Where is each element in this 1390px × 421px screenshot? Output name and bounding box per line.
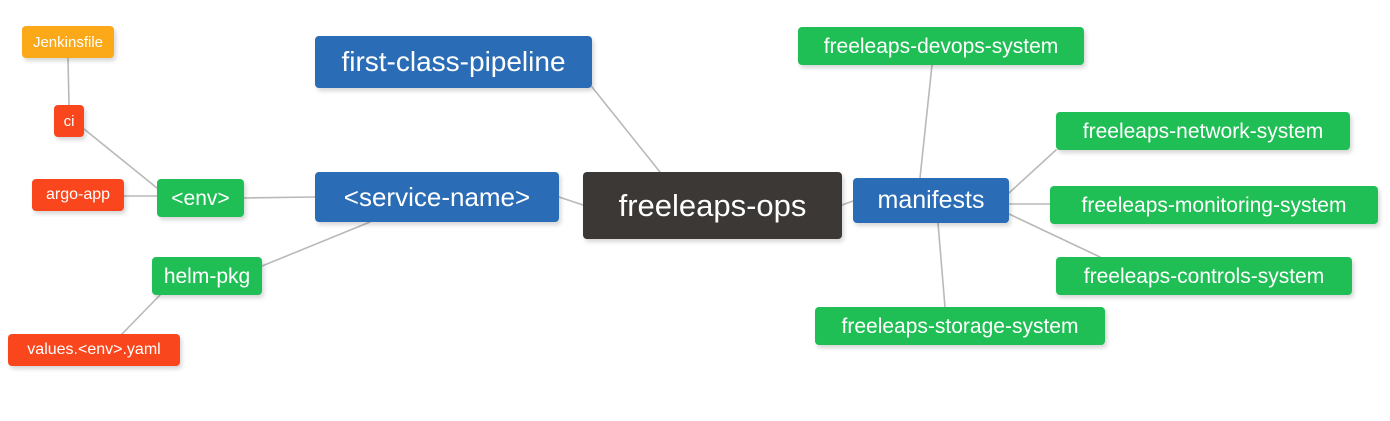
node-values-yaml[interactable]: values.<env>.yaml	[8, 334, 180, 366]
node-storage-system[interactable]: freeleaps-storage-system	[815, 307, 1105, 345]
node-label-storage-system: freeleaps-storage-system	[841, 314, 1079, 338]
node-network-system[interactable]: freeleaps-network-system	[1056, 112, 1350, 150]
node-label-ci: ci	[63, 112, 75, 130]
node-first-class-pipeline[interactable]: first-class-pipeline	[315, 36, 592, 88]
node-label-env: <env>	[171, 186, 230, 210]
node-label-helm-pkg: helm-pkg	[163, 264, 251, 288]
edges-group	[67, 57, 1101, 335]
node-monitoring-system[interactable]: freeleaps-monitoring-system	[1050, 186, 1378, 224]
node-label-service-name: <service-name>	[343, 182, 531, 212]
node-root[interactable]: freeleaps-ops	[583, 172, 842, 239]
node-label-devops-system: freeleaps-devops-system	[823, 34, 1059, 58]
edge-service-name-helm-pkg	[261, 221, 371, 267]
node-label-network-system: freeleaps-network-system	[1082, 119, 1324, 143]
edge-ci-jenkinsfile	[67, 57, 70, 106]
edge-root-first-class-pipeline	[591, 86, 661, 173]
edge-root-service-name	[558, 196, 584, 206]
edge-manifests-controls-system	[1008, 213, 1101, 258]
node-argo-app[interactable]: argo-app	[32, 179, 124, 211]
edge-env-ci	[83, 128, 158, 189]
node-label-first-class-pipeline: first-class-pipeline	[341, 46, 566, 77]
edge-root-manifests	[841, 200, 854, 206]
node-label-root: freeleaps-ops	[618, 188, 807, 223]
node-label-jenkinsfile: Jenkinsfile	[32, 33, 104, 51]
edge-manifests-network-system	[1008, 149, 1057, 194]
node-label-argo-app: argo-app	[45, 186, 111, 203]
edge-manifests-devops-system	[919, 64, 933, 179]
node-ci[interactable]: ci	[54, 105, 84, 137]
node-controls-system[interactable]: freeleaps-controls-system	[1056, 257, 1352, 295]
edge-manifests-storage-system	[937, 222, 946, 308]
node-label-values-yaml: values.<env>.yaml	[27, 341, 161, 358]
node-manifests[interactable]: manifests	[853, 178, 1009, 223]
node-devops-system[interactable]: freeleaps-devops-system	[798, 27, 1084, 65]
edge-service-name-env	[243, 196, 316, 199]
node-label-manifests: manifests	[877, 186, 985, 214]
node-label-controls-system: freeleaps-controls-system	[1083, 264, 1325, 288]
node-jenkinsfile[interactable]: Jenkinsfile	[22, 26, 114, 58]
node-service-name[interactable]: <service-name>	[315, 172, 559, 222]
node-label-monitoring-system: freeleaps-monitoring-system	[1081, 193, 1347, 217]
node-env[interactable]: <env>	[157, 179, 244, 217]
node-helm-pkg[interactable]: helm-pkg	[152, 257, 262, 295]
edge-helm-pkg-values-yaml	[121, 294, 161, 335]
